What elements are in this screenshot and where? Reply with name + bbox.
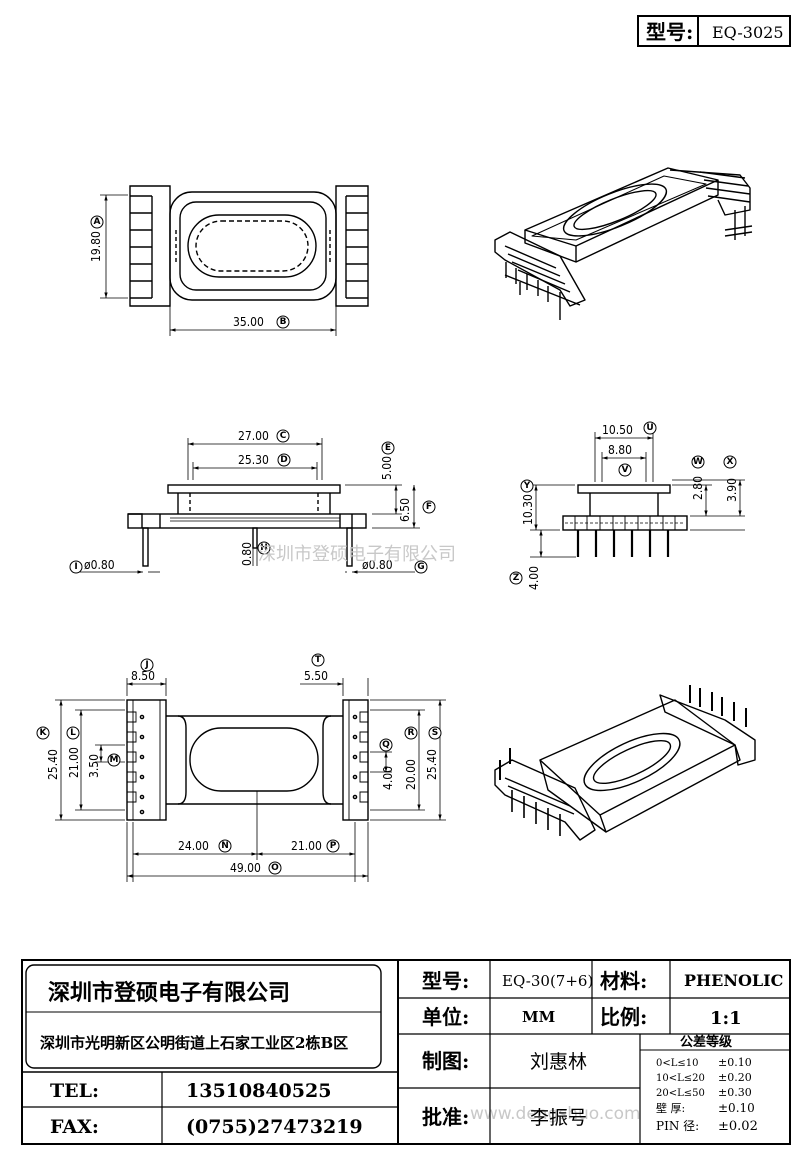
tb-tol-range: 20<L≤50 <box>656 1088 705 1099</box>
dim-E: 5.00 <box>380 456 394 480</box>
svg-text:Y: Y <box>523 481 531 491</box>
dim-H: 0.80 <box>240 542 254 566</box>
tb-approved-label: 批准: <box>422 1105 469 1129</box>
tb-company-name: 深圳市登硕电子有限公司 <box>48 980 290 1006</box>
dim-S: 25.40 <box>425 749 439 780</box>
dim-I: ø0.80 <box>84 558 115 572</box>
dim-P: 21.00 <box>291 839 322 853</box>
svg-text:I: I <box>74 562 77 572</box>
tb-tol-value: ±0.10 <box>718 1056 752 1069</box>
svg-text:N: N <box>221 841 229 851</box>
dim-Y: 10.30 <box>521 494 535 525</box>
bottom-view <box>126 699 369 860</box>
dim-B: 35.00 <box>233 315 264 329</box>
tb-tol-range: 壁 厚: <box>656 1101 685 1115</box>
svg-text:O: O <box>271 863 279 873</box>
dim-W: 2.80 <box>691 476 705 500</box>
svg-text:R: R <box>408 728 415 738</box>
svg-text:E: E <box>385 443 391 453</box>
svg-text:S: S <box>432 728 438 738</box>
iso-view-bottom <box>494 685 756 841</box>
tb-tol-range: 10<L≤20 <box>656 1073 705 1084</box>
tb-unit-label: 单位: <box>422 1005 469 1029</box>
tb-tol-range: PIN 径: <box>656 1119 699 1133</box>
tb-scale-value: 1:1 <box>710 1008 742 1029</box>
tb-fax-value: (0755)27473219 <box>186 1116 363 1138</box>
top-view <box>129 185 369 307</box>
watermark-company: 深圳市登硕电子有限公司 <box>258 544 456 565</box>
dim-F: 6.50 <box>398 498 412 522</box>
tb-tol-value: ±0.30 <box>718 1086 752 1099</box>
tb-unit-value: MM <box>522 1008 555 1026</box>
tb-material-label: 材料: <box>600 969 647 993</box>
svg-text:U: U <box>646 423 653 433</box>
front-view <box>127 484 367 567</box>
svg-text:C: C <box>280 431 287 441</box>
title-block-text: 深圳市登硕电子有限公司 深圳市光明新区公明街道上石家工业区2栋B区 TEL: 1… <box>40 969 783 1138</box>
tb-material-value: PHENOLIC <box>684 971 783 990</box>
header-model-value: EQ-3025 <box>712 23 784 42</box>
dim-D: 25.30 <box>238 453 269 467</box>
dim-C: 27.00 <box>238 429 269 443</box>
svg-text:L: L <box>70 728 76 738</box>
svg-text:B: B <box>280 317 287 327</box>
svg-text:K: K <box>40 728 48 738</box>
dim-M: 3.50 <box>87 754 101 778</box>
dim-R: 20.00 <box>404 759 418 790</box>
svg-text:W: W <box>693 457 703 467</box>
svg-text:H: H <box>260 543 268 553</box>
tb-drawn-value: 刘惠林 <box>530 1051 587 1073</box>
dim-K: 25.40 <box>46 749 60 780</box>
dim-N: 24.00 <box>178 839 209 853</box>
dim-V: 8.80 <box>608 443 632 457</box>
bottom-view-dims: 8.50 J 5.50 T 25.40 K 21.00 L 3.50 M 4.0… <box>36 653 446 882</box>
svg-text:G: G <box>417 562 424 572</box>
tb-tol-value: ±0.10 <box>718 1101 755 1115</box>
dim-Q: 4.00 <box>381 766 395 790</box>
side-view <box>562 484 688 557</box>
svg-text:M: M <box>110 755 119 765</box>
tb-drawn-label: 制图: <box>422 1049 469 1073</box>
dim-X: 3.90 <box>725 478 739 502</box>
tb-model-label: 型号: <box>422 969 469 993</box>
tb-fax-label: FAX: <box>50 1116 99 1138</box>
tb-approved-value: 李振号 <box>530 1107 587 1129</box>
tb-tolerance-title: 公差等级 <box>680 1034 733 1050</box>
dim-O: 49.00 <box>230 861 261 875</box>
top-view-dims: 19.80 A 35.00 B <box>89 194 337 336</box>
tb-tol-value: ±0.02 <box>718 1119 758 1134</box>
svg-text:T: T <box>315 655 322 665</box>
header-model-label: 型号: <box>646 20 693 44</box>
tb-tel-label: TEL: <box>50 1080 99 1102</box>
svg-text:V: V <box>622 465 629 475</box>
svg-text:D: D <box>280 455 287 465</box>
iso-view-top <box>494 167 753 320</box>
tb-address: 深圳市光明新区公明街道上石家工业区2栋B区 <box>40 1034 348 1052</box>
svg-text:Z: Z <box>513 573 520 583</box>
svg-text:X: X <box>727 457 734 467</box>
tb-tel-value: 13510840525 <box>186 1080 331 1102</box>
tb-model-value: EQ-30(7+6) <box>502 972 593 990</box>
dim-L: 21.00 <box>67 747 81 778</box>
tb-tol-range: 0<L≤10 <box>656 1058 699 1069</box>
svg-text:F: F <box>426 502 432 512</box>
header-model-box: 型号: EQ-3025 <box>637 15 791 47</box>
svg-text:Q: Q <box>382 740 390 750</box>
dim-T: 5.50 <box>304 669 328 683</box>
front-view-dims: 27.00 C 25.30 D 5.00 E 6.50 F 0.80 H ø0.… <box>69 429 436 574</box>
dim-U: 10.50 <box>602 423 633 437</box>
svg-text:J: J <box>144 660 148 670</box>
dim-Z: 4.00 <box>527 566 541 590</box>
svg-text:A: A <box>94 217 101 227</box>
dim-A: 19.80 <box>89 231 103 262</box>
tb-scale-label: 比例: <box>600 1005 647 1029</box>
tb-tol-value: ±0.20 <box>718 1071 752 1084</box>
dim-J: 8.50 <box>131 669 155 683</box>
dim-G: ø0.80 <box>362 558 393 572</box>
side-view-dims: 10.50 U 8.80 V 2.80 W 3.90 X 10.30 Y 4.0… <box>509 421 745 590</box>
svg-text:P: P <box>330 841 337 851</box>
title-block <box>21 959 791 1145</box>
watermark-site: www.dengshuo.com <box>470 1104 641 1124</box>
